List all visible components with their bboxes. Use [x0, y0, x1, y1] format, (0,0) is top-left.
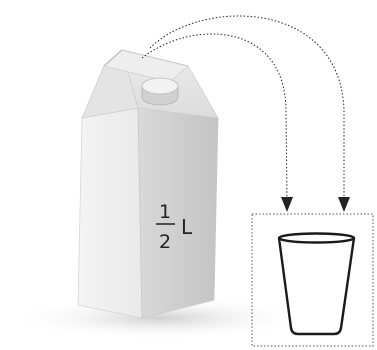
label-numerator: 1	[159, 201, 171, 223]
arrow-down-icon	[338, 197, 350, 212]
arrow-down-icon	[281, 197, 293, 212]
carton-front-face	[78, 108, 142, 318]
carton-cap	[142, 78, 178, 105]
cup-rim	[279, 234, 354, 243]
milk-carton-icon	[10, 50, 310, 340]
label-unit: L	[181, 215, 193, 239]
cup-icon	[279, 234, 354, 335]
carton-side-face	[138, 108, 218, 318]
cup-body	[279, 238, 354, 334]
label-denominator: 2	[159, 231, 171, 253]
